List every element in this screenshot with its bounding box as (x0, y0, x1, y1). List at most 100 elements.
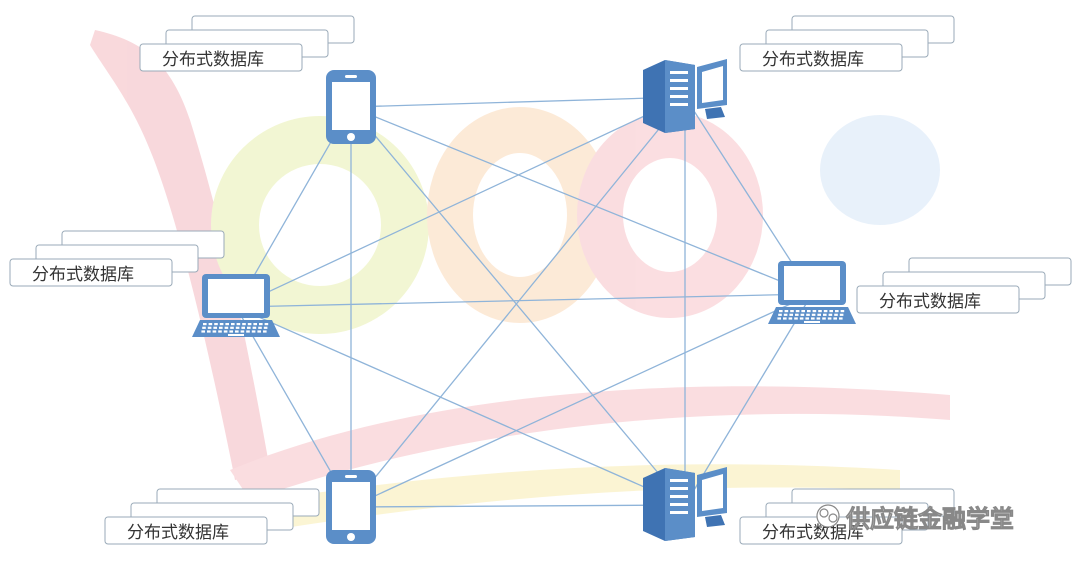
bg-stroke-blue-blob (820, 115, 940, 225)
db-label-stack-laptop-left: 分布式数据库 (9, 230, 225, 287)
db-box-front (9, 258, 173, 287)
laptop-key (235, 330, 239, 333)
edge-phone-bottom-desktop-bottom (350, 504, 686, 508)
edge-phone-top-desktop-bottom (350, 106, 686, 506)
laptop-key (241, 326, 245, 329)
db-label: 分布式数据库 (162, 50, 264, 70)
laptop-key (247, 323, 252, 326)
laptop-key (805, 317, 809, 320)
laptop-key (811, 313, 816, 316)
laptop-key (218, 330, 222, 333)
laptop-key (229, 330, 233, 333)
laptop-key (795, 310, 800, 313)
laptop-screen (784, 266, 840, 300)
laptop-key (224, 326, 229, 329)
phone-speaker (345, 75, 357, 78)
laptop-key (839, 313, 844, 316)
laptop-key (253, 323, 257, 326)
laptop-key (784, 310, 789, 313)
desktop-monitor-screen (702, 66, 723, 103)
laptop-trackpad (228, 334, 244, 336)
db-label: 分布式数据库 (879, 292, 981, 312)
laptop-key (827, 317, 832, 320)
laptop-key (778, 313, 782, 316)
laptop-key (213, 326, 217, 329)
db-label-stack-phone-bottom: 分布式数据库 (104, 488, 320, 545)
desktop-drive-slot (670, 503, 688, 506)
laptop-key (252, 326, 257, 329)
laptop-key (207, 326, 212, 329)
desktop-drive-slot (670, 95, 688, 98)
edge-laptop-left-desktop-bottom (235, 306, 686, 506)
laptop-key (264, 323, 269, 326)
wechat-icon-bubble-left (819, 508, 829, 518)
db-box-front (104, 516, 268, 545)
edge-phone-top-laptop-right (350, 106, 813, 295)
laptop-key (799, 317, 804, 320)
laptop-key (823, 310, 828, 313)
laptop-key (834, 313, 838, 316)
watermark-text: 供应链金融学堂 (845, 505, 1014, 533)
db-label: 分布式数据库 (762, 50, 864, 70)
db-box-front (139, 43, 303, 72)
desktop-monitor-stand (705, 515, 725, 527)
device-desktop-bottom (643, 467, 727, 541)
edges (235, 96, 813, 508)
edge-laptop-right-phone-bottom (350, 293, 813, 508)
db-label-stack-phone-top: 分布式数据库 (139, 15, 355, 72)
wechat-icon (816, 504, 840, 528)
laptop-key (839, 317, 843, 320)
laptop-key (219, 326, 223, 329)
laptop-key (779, 310, 783, 313)
laptop-key (789, 313, 793, 316)
db-label: 分布式数据库 (32, 265, 134, 285)
laptop-key (794, 317, 798, 320)
laptop-key (840, 310, 845, 313)
phone-home-button (347, 133, 355, 141)
device-desktop-top (643, 59, 727, 133)
phone-screen (332, 82, 370, 130)
laptop-key (223, 330, 228, 333)
desktop-drive-slot (670, 479, 688, 482)
device-phone-top (326, 70, 376, 144)
db-label: 分布式数据库 (127, 523, 229, 543)
devices (192, 59, 856, 544)
laptop-key (225, 323, 229, 326)
device-laptop-right (768, 261, 856, 324)
laptop-key (811, 317, 815, 320)
laptop-key (783, 317, 787, 320)
bg-stroke-red-vertical (90, 30, 270, 480)
db-label-stack-laptop-right: 分布式数据库 (856, 257, 1072, 314)
laptop-key (208, 323, 213, 326)
laptop-key (201, 330, 205, 333)
desktop-drive-slot (670, 87, 688, 90)
phone-speaker (345, 475, 357, 478)
laptop-key (259, 323, 263, 326)
laptop-key (818, 310, 822, 313)
db-box-front (739, 43, 903, 72)
edge-desktop-top-phone-bottom (350, 96, 686, 508)
laptop-key (202, 326, 206, 329)
db-box-front (856, 285, 1020, 314)
desktop-monitor-stand (705, 107, 725, 119)
desktop-drive-slot (670, 79, 688, 82)
watermark: 供应链金融学堂 (816, 504, 1014, 533)
laptop-screen (208, 279, 264, 313)
bg-stroke-pink-ring (577, 112, 763, 318)
device-phone-bottom (326, 470, 376, 544)
laptop-key (835, 310, 839, 313)
laptop-key (801, 310, 805, 313)
laptop-key (242, 323, 246, 326)
laptop-key (828, 313, 833, 316)
desktop-monitor-screen (702, 474, 723, 511)
laptop-key (806, 313, 810, 316)
laptop-key (207, 330, 211, 333)
laptop-key (822, 317, 826, 320)
laptop-key (219, 323, 224, 326)
laptop-key (240, 330, 245, 333)
desktop-drive-slot (670, 487, 688, 490)
db-label-stack-desktop-top: 分布式数据库 (739, 15, 955, 72)
laptop-key (788, 317, 793, 320)
laptop-key (231, 323, 235, 326)
